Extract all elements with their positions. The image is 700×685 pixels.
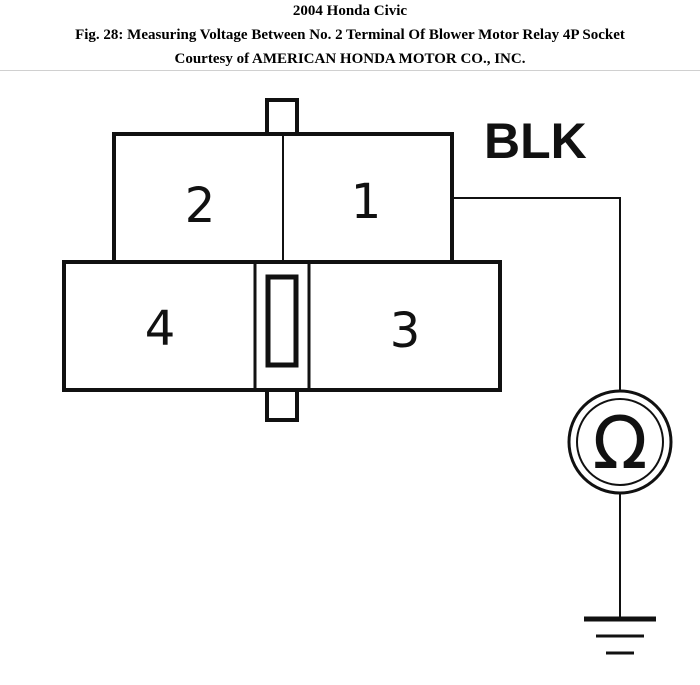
- figure-caption: Fig. 28: Measuring Voltage Between No. 2…: [75, 27, 625, 43]
- ohmmeter-icon: Ω: [567, 389, 673, 495]
- terminal-1-label: 1: [351, 174, 382, 230]
- courtesy-line: Courtesy of AMERICAN HONDA MOTOR CO., IN…: [174, 51, 526, 67]
- terminal-2-label: 2: [185, 178, 216, 234]
- page-title: 2004 Honda Civic: [292, 3, 408, 19]
- latch-slot: [265, 274, 299, 368]
- wire-color-label: BLK: [484, 113, 587, 169]
- header-divider: [0, 70, 700, 71]
- probe-wire: [452, 197, 621, 392]
- terminal-4-label: 4: [145, 301, 176, 357]
- figure-header: 2004 Honda Civic Fig. 28: Measuring Volt…: [0, 0, 700, 70]
- top-tab: [265, 98, 299, 136]
- bottom-tab: [265, 388, 299, 422]
- ground-icon: [584, 616, 656, 655]
- ohm-symbol: Ω: [592, 401, 647, 485]
- terminal-3-label: 3: [390, 303, 421, 359]
